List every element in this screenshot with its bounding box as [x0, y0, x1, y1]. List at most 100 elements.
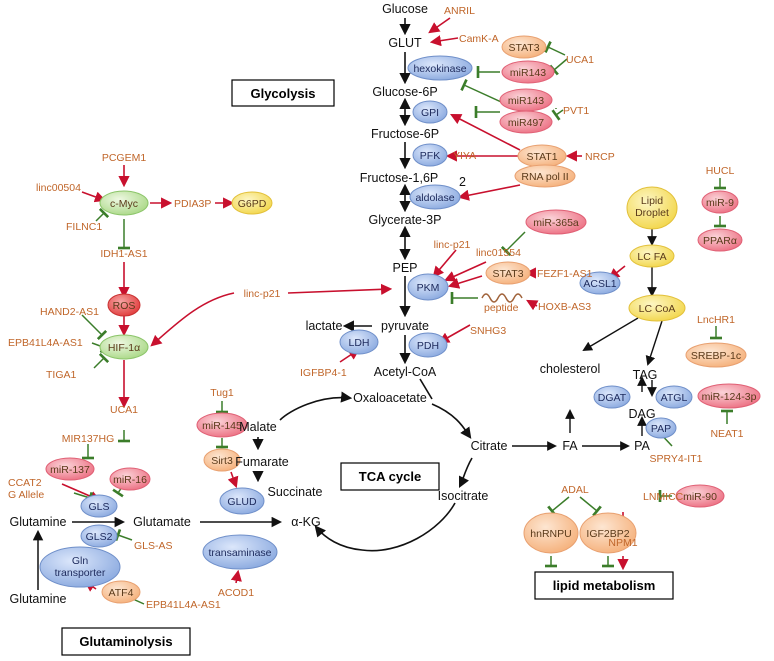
svg-text:PFK: PFK — [420, 150, 440, 162]
title-glutaminolysis: Glutaminolysis — [61, 627, 191, 656]
svg-text:miR-365a: miR-365a — [533, 217, 579, 229]
svg-text:GLS: GLS — [88, 501, 109, 513]
epb41l4a-as1-left-label: EPB41L4A-AS1 — [8, 337, 83, 349]
mir1243p-node: miR-124-3p — [697, 383, 761, 409]
gls-node: GLS — [80, 494, 118, 518]
pkm-node: PKM — [407, 273, 449, 301]
yiya-label: YIYA — [453, 150, 476, 162]
svg-text:STAT3: STAT3 — [508, 42, 539, 54]
mir16-node: miR-16 — [109, 467, 151, 491]
svg-text:RNA pol II: RNA pol II — [521, 171, 568, 183]
svg-text:PPARα: PPARα — [703, 235, 737, 247]
lipid-flow — [512, 228, 663, 451]
epb41l4a-as1-bottom-label: EPB41L4A-AS1 — [146, 599, 221, 611]
hexokinase-node: hexokinase — [407, 55, 473, 81]
uca1-top-label: UCA1 — [566, 54, 594, 66]
svg-text:miR143: miR143 — [510, 67, 546, 79]
lc-fa-node: LC FA — [629, 244, 675, 268]
svg-text:Glycolysis: Glycolysis — [250, 86, 315, 101]
mir90-node: miR-90 — [675, 484, 725, 508]
stat1-node: STAT1 — [517, 144, 567, 168]
svg-text:STAT1: STAT1 — [526, 151, 557, 163]
svg-text:GPI: GPI — [421, 107, 439, 119]
neat1-label: NEAT1 — [710, 428, 743, 440]
citrate-label: Citrate — [471, 439, 508, 453]
gpi-node: GPI — [412, 100, 448, 124]
peptide-squiggle — [481, 293, 523, 303]
svg-text:miR143: miR143 — [508, 95, 544, 107]
fructose-6p-label: Fructose-6P — [371, 127, 439, 141]
ccat2-label: CCAT2 — [8, 477, 42, 489]
pcgem1-label: PCGEM1 — [102, 152, 147, 164]
filnc1-label: FILNC1 — [66, 221, 102, 233]
svg-text:Lipid: Lipid — [641, 195, 663, 207]
uca1-mid-label: UCA1 — [110, 404, 138, 416]
gls-as-label: GLS-AS — [134, 540, 173, 552]
atgl-node: ATGL — [655, 385, 693, 409]
dgat-node: DGAT — [593, 385, 631, 409]
mir365a-node: miR-365a — [525, 209, 587, 235]
svg-text:SREBP-1c: SREBP-1c — [691, 350, 741, 362]
svg-text:LDH: LDH — [348, 337, 369, 349]
glutamine-left-label: Glutamine — [10, 515, 67, 529]
isocitrate-label: Isocitrate — [438, 489, 489, 503]
fructose-16p-subscript: 2 — [459, 175, 466, 189]
svg-text:Sirt3: Sirt3 — [211, 455, 233, 467]
svg-text:ATGL: ATGL — [661, 392, 688, 404]
g6pd-node: G6PD — [231, 191, 273, 215]
fezf1-as1-label: FEZF1-AS1 — [537, 268, 593, 280]
lnmicc-label: LNMICC — [643, 491, 684, 503]
tug1-label: Tug1 — [210, 387, 234, 399]
igfbp4-1-label: IGFBP4-1 — [300, 367, 347, 379]
svg-text:Droplet: Droplet — [635, 207, 669, 219]
svg-text:miR-16: miR-16 — [113, 474, 147, 486]
pdia3p-label: PDIA3P — [174, 198, 211, 210]
svg-text:PKM: PKM — [417, 282, 440, 294]
srebp1c-node: SREBP-1c — [685, 342, 747, 368]
svg-text:miR497: miR497 — [508, 117, 544, 129]
mir145-node: miR-145 — [196, 412, 248, 438]
mir497-node: miR497 — [499, 110, 553, 134]
tca-cycle-arcs — [252, 378, 473, 552]
svg-text:transaminase: transaminase — [208, 547, 271, 559]
acetyl-coa-label: Acetyl-CoA — [374, 365, 437, 379]
svg-text:transporter: transporter — [55, 567, 106, 579]
svg-text:GLUD: GLUD — [227, 496, 257, 508]
svg-text:ATF4: ATF4 — [109, 587, 134, 599]
fumarate-label: Fumarate — [235, 455, 289, 469]
gls2-node: GLS2 — [80, 524, 118, 548]
pfk-node: PFK — [412, 143, 448, 167]
svg-text:TCA cycle: TCA cycle — [359, 469, 421, 484]
svg-text:ACSL1: ACSL1 — [583, 278, 616, 290]
svg-text:lipid metabolism: lipid metabolism — [553, 578, 656, 593]
npm1-label: NPM1 — [608, 537, 637, 549]
title-glycolysis: Glycolysis — [231, 79, 335, 107]
hoxb-as3-label: HOXB-AS3 — [538, 301, 591, 313]
pa-label: PA — [634, 439, 650, 453]
lc-coa-node: LC CoA — [628, 294, 686, 322]
svg-text:DGAT: DGAT — [598, 392, 627, 404]
svg-text:GLS2: GLS2 — [86, 531, 113, 543]
mir143-b-node: miR143 — [499, 88, 553, 112]
linc-p21-mid-label: linc-p21 — [244, 288, 281, 300]
atf4-node: ATF4 — [101, 580, 141, 604]
nrcp-label: NRCP — [585, 151, 615, 163]
lnchr1-label: LncHR1 — [697, 314, 735, 326]
tag-label: TAG — [633, 368, 658, 382]
glutamine-flow — [32, 516, 283, 590]
malate-label: Malate — [239, 420, 277, 434]
g-allele-label: G Allele — [8, 489, 44, 501]
cmyc-node: c-Myc — [99, 190, 149, 216]
aldolase-node: aldolase — [409, 184, 461, 210]
pvt1-label: PVT1 — [563, 105, 589, 117]
svg-text:HIF-1α: HIF-1α — [108, 342, 140, 354]
adal-label: ADAL — [561, 484, 589, 496]
idh1-as1-label: IDH1-AS1 — [100, 248, 147, 260]
sirt3-node: Sirt3 — [203, 448, 241, 472]
dag-label: DAG — [628, 407, 655, 421]
pyruvate-label: pyruvate — [381, 319, 429, 333]
activation-arrows — [61, 17, 629, 592]
peptide-label: peptide — [484, 302, 519, 314]
